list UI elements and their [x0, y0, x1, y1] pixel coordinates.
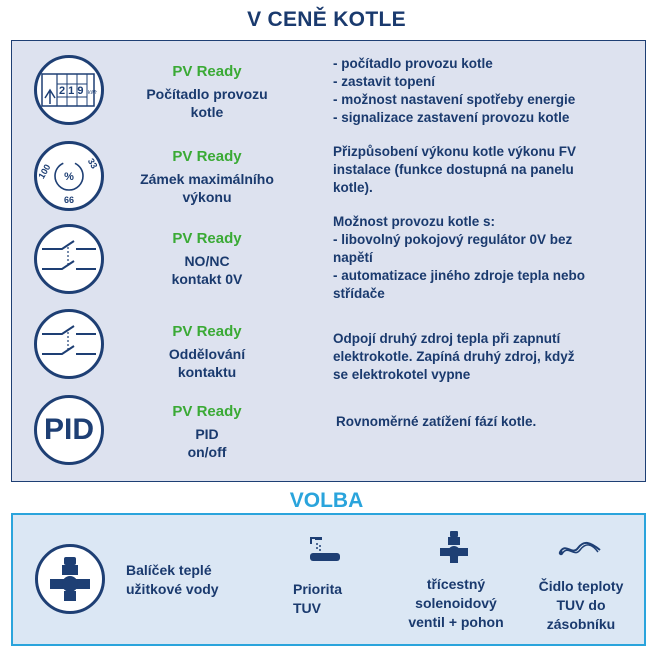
- option-label-line: užitkové vody: [126, 581, 219, 597]
- pv-ready-badge: PV Ready: [172, 148, 242, 165]
- feature-label: PV Ready Počítadlo provozu kotle: [117, 63, 297, 121]
- page-title: V CENĚ KOTLE: [247, 8, 406, 31]
- feature-description: - počítadlo provozu kotle - zastavit top…: [333, 55, 633, 127]
- feature-description: Odpojí druhý zdroj tepla při zapnutí ele…: [333, 330, 633, 384]
- pid-icon-text: PID: [43, 413, 94, 446]
- feature-label-line: kontaktu: [177, 364, 237, 380]
- description-line: Odpojí druhý zdroj tepla při zapnutí: [333, 331, 561, 346]
- option-three-way-valve: třícestný solenoidový ventil + pohon: [396, 575, 516, 632]
- meter-icon: 2 1 9 kWh: [34, 55, 104, 125]
- pv-ready-badge: PV Ready: [172, 323, 242, 340]
- description-line: Přizpůsobení výkonu kotle výkonu FV: [333, 144, 577, 159]
- feature-label-line: Zámek maximálního: [140, 171, 274, 187]
- shower-tank-icon: [308, 534, 342, 569]
- meter-unit: kWh: [88, 90, 97, 96]
- description-line: - automatizace jiného zdroje tepla nebo: [333, 268, 586, 283]
- valve-package-icon: [35, 544, 105, 614]
- feature-label-line: kontakt 0V: [171, 271, 243, 287]
- pid-icon: PID: [34, 395, 104, 465]
- description-line: - počítadlo provozu kotle: [333, 56, 493, 71]
- option-hot-water-package: Balíček teplé užitkové vody: [126, 561, 219, 599]
- feature-label: PV Ready Oddělování kontaktu: [117, 323, 297, 381]
- feature-label: PV Ready NO/NC kontakt 0V: [117, 230, 297, 288]
- options-panel: Balíček teplé užitkové vody Priorita TUV…: [11, 513, 646, 646]
- options-title: VOLBA: [289, 489, 364, 512]
- included-features-panel: 2 1 9 kWh PV Ready Počítadlo provozu kot…: [11, 40, 646, 482]
- description-line: - zastavit topení: [333, 74, 436, 89]
- option-label-line: Priorita: [293, 581, 343, 597]
- option-label-line: TUV: [293, 600, 321, 616]
- description-line: Rovnoměrné zatížení fází kotle.: [336, 414, 537, 429]
- option-label-line: TUV do: [556, 597, 606, 613]
- option-label-line: třícestný: [426, 576, 486, 592]
- option-label-line: ventil + pohon: [408, 614, 504, 630]
- description-line: - libovolný pokojový regulátor 0V bez: [333, 232, 573, 247]
- description-line: napětí: [333, 250, 373, 265]
- feature-label-line: Počítadlo provozu: [146, 86, 268, 102]
- power-value-33: 33: [86, 157, 100, 171]
- pv-ready-badge: PV Ready: [172, 230, 242, 247]
- pv-ready-badge: PV Ready: [172, 63, 242, 80]
- feature-label: PV Ready PID on/off: [117, 403, 297, 461]
- meter-digits: 2 1 9: [59, 85, 83, 97]
- pv-ready-badge: PV Ready: [172, 403, 242, 420]
- power-center-label: %: [64, 171, 74, 183]
- switch-contact-icon: [34, 224, 104, 294]
- description-line: elektrokotle. Zapíná druhý zdroj, když: [333, 349, 575, 364]
- option-label-line: zásobníku: [546, 616, 616, 632]
- switch-separation-icon: [34, 309, 104, 379]
- three-way-valve-icon: [439, 530, 469, 569]
- feature-label-line: kotle: [190, 104, 224, 120]
- feature-label-line: on/off: [187, 444, 227, 460]
- option-dhw-sensor: Čidlo teploty TUV do zásobníku: [525, 577, 637, 634]
- option-label-line: Čidlo teploty: [538, 578, 624, 594]
- feature-label-line: PID: [195, 426, 219, 442]
- power-limit-icon: % 100 33 66: [34, 141, 104, 211]
- description-line: - možnost nastavení spotřeby energie: [333, 92, 576, 107]
- feature-label-line: výkonu: [182, 189, 232, 205]
- option-label-line: solenoidový: [415, 595, 497, 611]
- description-line: kotle).: [333, 180, 373, 195]
- description-line: instalace (funkce dostupná na panelu: [333, 162, 574, 177]
- description-line: - signalizace zastavení provozu kotle: [333, 110, 570, 125]
- feature-description: Přizpůsobení výkonu kotle výkonu FV inst…: [333, 143, 633, 197]
- feature-label: PV Ready Zámek maximálního výkonu: [117, 148, 297, 206]
- feature-label-line: NO/NC: [184, 253, 230, 269]
- description-line: se elektrokotel vypne: [333, 367, 471, 382]
- option-dhw-priority: Priorita TUV: [293, 580, 342, 618]
- description-line: střídače: [333, 286, 385, 301]
- feature-description: Rovnoměrné zatížení fází kotle.: [336, 413, 636, 431]
- feature-label-line: Oddělování: [168, 346, 246, 362]
- temperature-sensor-icon: [558, 540, 602, 563]
- description-line: Možnost provozu kotle s:: [333, 214, 495, 229]
- option-label-line: Balíček teplé: [126, 562, 212, 578]
- feature-description: Možnost provozu kotle s: - libovolný pok…: [333, 213, 633, 303]
- power-value-66: 66: [64, 195, 74, 205]
- power-value-100: 100: [38, 162, 52, 180]
